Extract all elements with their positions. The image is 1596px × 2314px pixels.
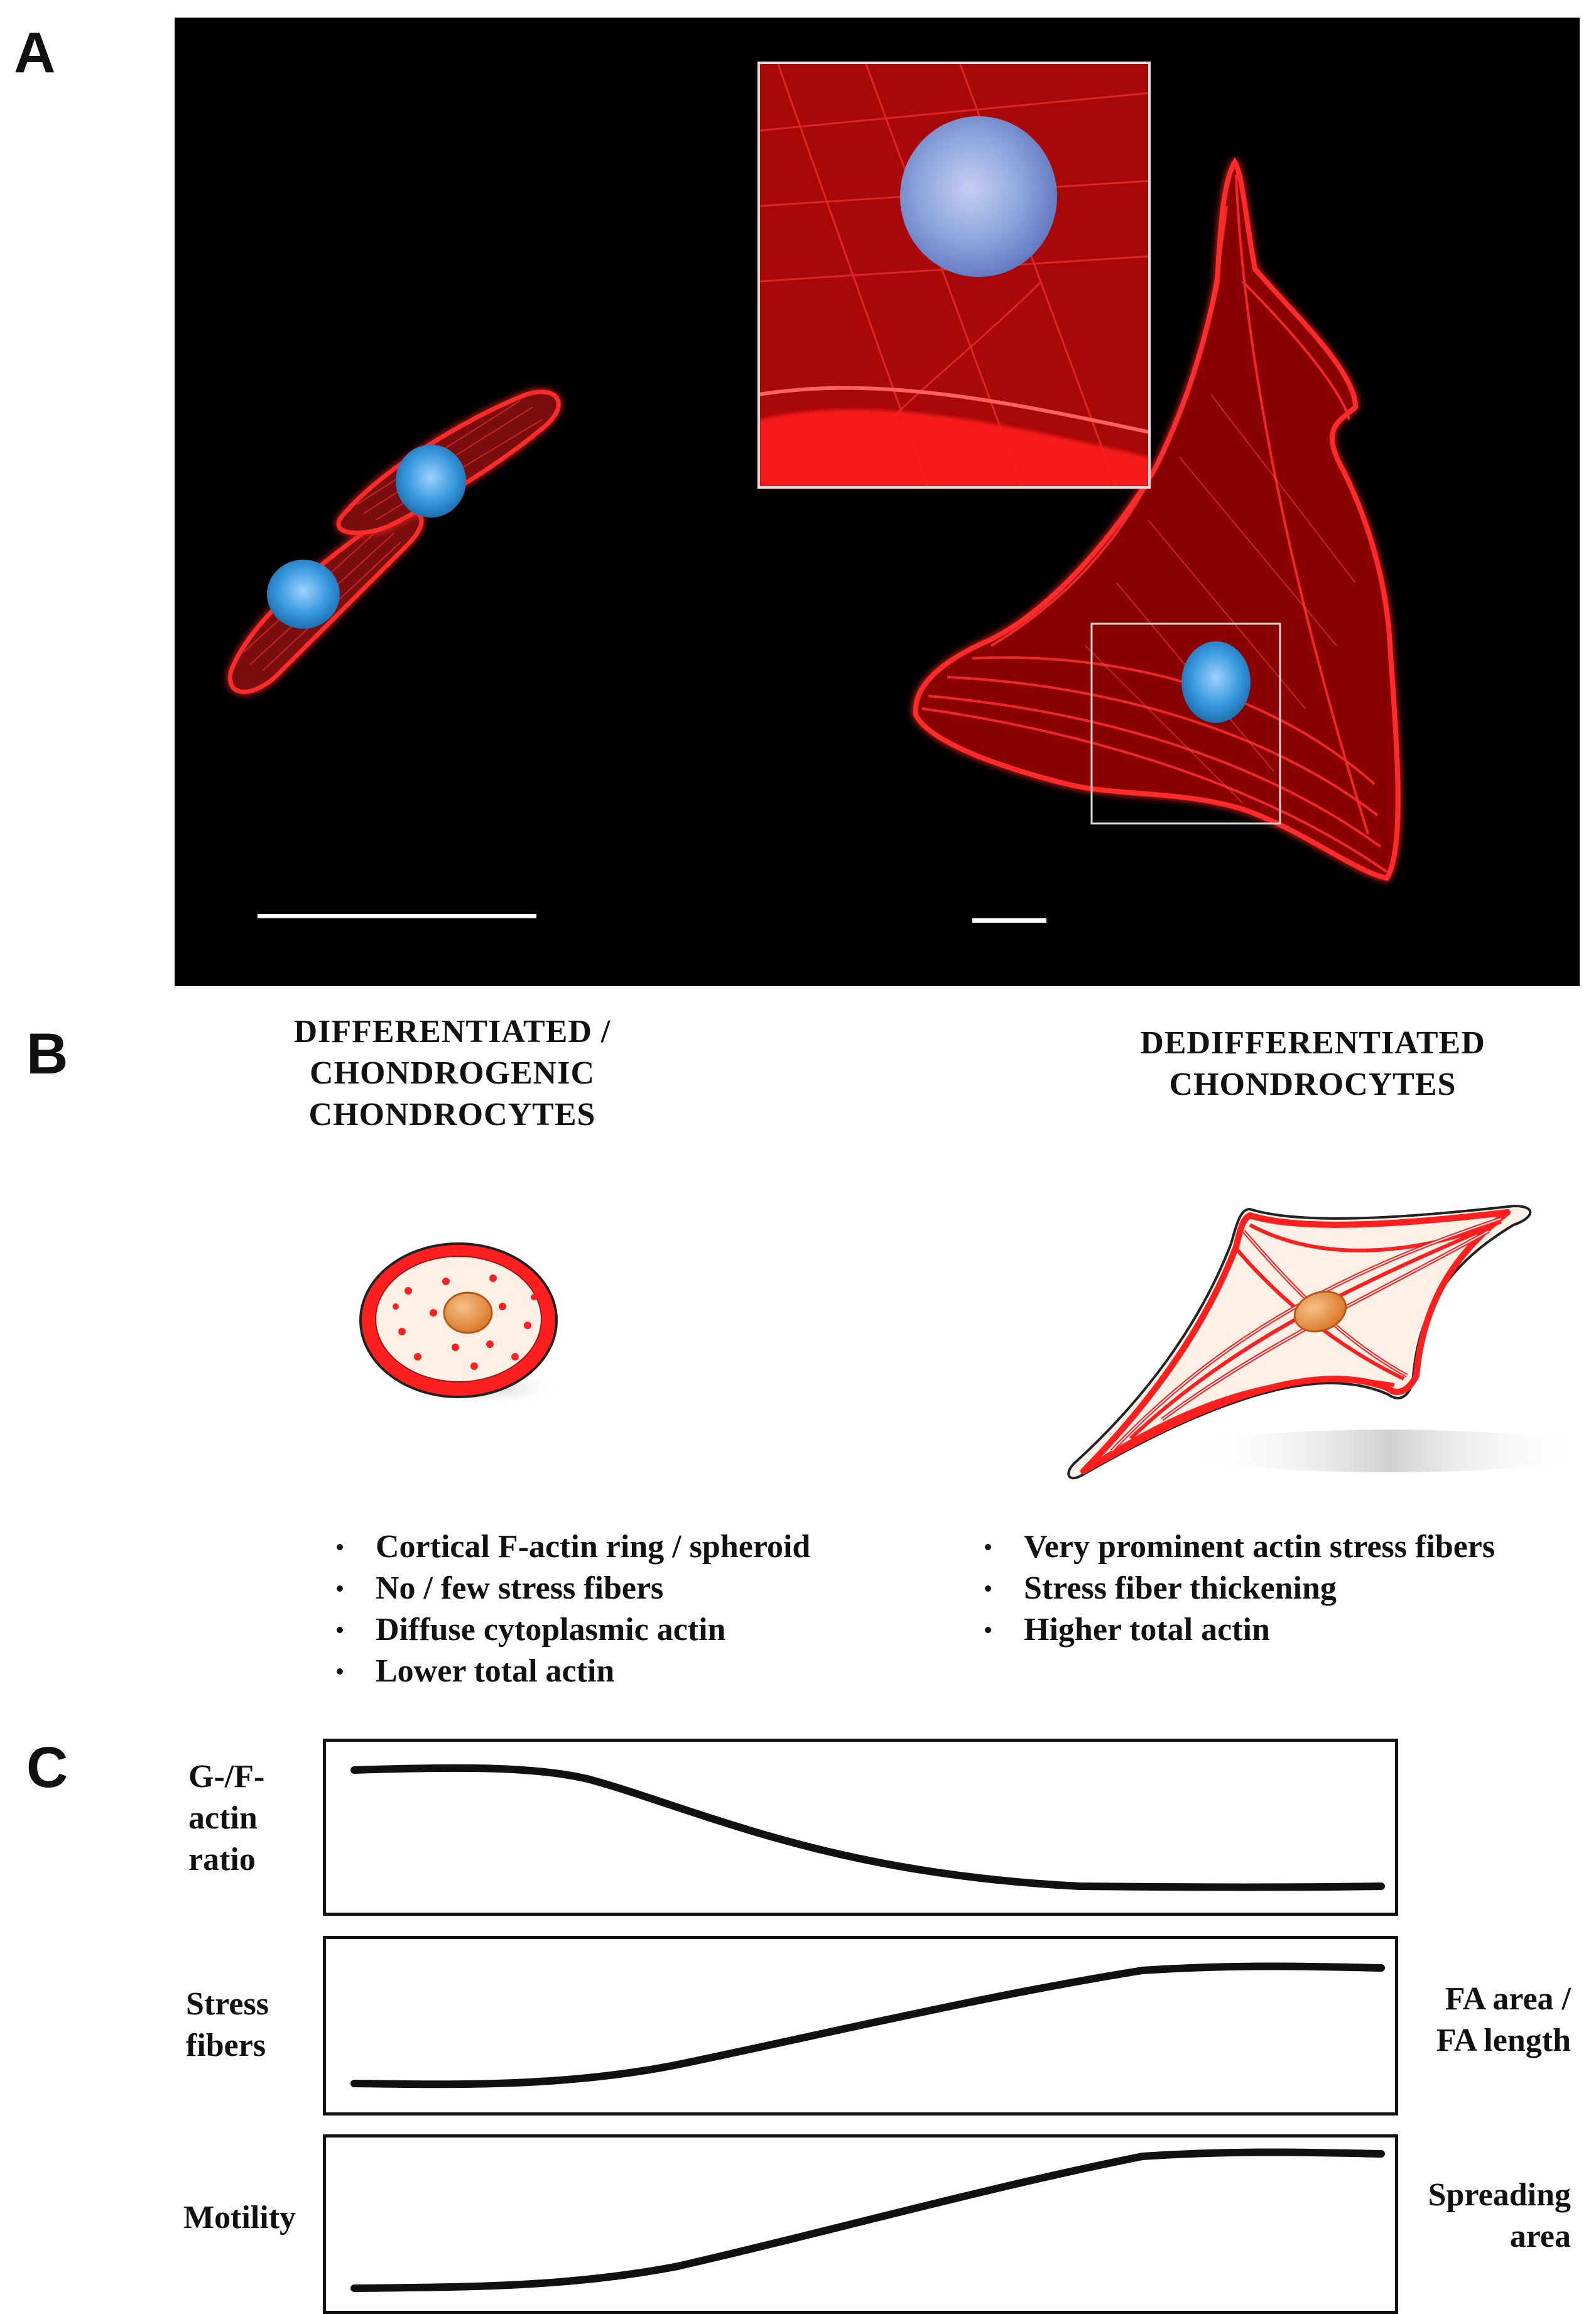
decreasing-curve: [350, 1764, 1385, 1891]
bullet-text: Very prominent actin stress fibers: [1024, 1529, 1496, 1565]
label-line: G-/F-: [188, 1759, 265, 1795]
bullet-text: Stress fiber thickening: [1024, 1570, 1337, 1606]
label-fa-area-length: FA area / FA length: [1436, 1979, 1571, 2061]
bullet-text: Higher total actin: [1024, 1612, 1270, 1648]
panel-b-letter: B: [26, 1022, 68, 1086]
bullet-text: Cortical F-actin ring / spheroid: [376, 1529, 811, 1565]
heading-right-line-2: CHONDROCYTES: [1169, 1067, 1457, 1102]
list-item: Higher total actin: [980, 1609, 1495, 1651]
differentiated-cells: [228, 389, 561, 694]
dedifferentiated-features-list: Very prominent actin stress fibers Stres…: [980, 1526, 1495, 1651]
inset-magnified: [757, 62, 1151, 489]
trend-curve-svg: [350, 1764, 1385, 1891]
label-line: actin: [188, 1800, 258, 1836]
heading-left-line-3: CHONDROCYTES: [308, 1097, 596, 1133]
trend-curve-svg: [350, 1962, 1385, 2089]
heading-dedifferentiated: DEDIFFERENTIATED CHONDROCYTES: [1112, 1023, 1514, 1105]
label-g-f-actin-ratio: G-/F- actin ratio: [188, 1756, 264, 1881]
trend-curve-svg: [350, 2148, 1385, 2292]
list-item: Cortical F-actin ring / spheroid: [332, 1526, 810, 1568]
heading-differentiated: DIFFERENTIATED / CHONDROGENIC CHONDROCYT…: [264, 1011, 641, 1136]
nucleus-right: [1181, 641, 1251, 723]
label-stress-fibers: Stress fibers: [186, 1984, 269, 2067]
increasing-curve: [350, 1962, 1385, 2089]
nucleus-upper: [396, 445, 466, 518]
heading-left-line-2: CHONDROGENIC: [309, 1055, 595, 1091]
fluorescence-micrograph: [175, 18, 1580, 986]
panel-a-letter: A: [14, 21, 56, 85]
nucleus-lower: [267, 560, 340, 629]
label-line: FA area /: [1445, 1981, 1571, 2017]
list-item: Diffuse cytoplasmic actin: [332, 1609, 810, 1651]
scale-bar-left: [258, 914, 536, 918]
increasing-curve: [350, 2148, 1385, 2292]
label-line: area: [1509, 2219, 1571, 2254]
micrograph-svg: [228, 62, 1401, 923]
trend-box-motility: [323, 2134, 1398, 2314]
trend-box-g-f-actin: [323, 1739, 1398, 1916]
list-item: No / few stress fibers: [332, 1568, 810, 1609]
label-line: Spreading: [1428, 2177, 1571, 2213]
heading-left-line-1: DIFFERENTIATED /: [293, 1014, 611, 1050]
dedifferentiated-cell: [913, 157, 1401, 881]
scale-bar-right: [972, 918, 1046, 923]
bullet-text: Diffuse cytoplasmic actin: [376, 1612, 726, 1648]
label-line: Stress: [186, 1986, 269, 2022]
list-item: Lower total actin: [332, 1651, 810, 1692]
panel-c-letter: C: [26, 1735, 68, 1800]
label-line: ratio: [188, 1842, 256, 1877]
bullet-text: No / few stress fibers: [376, 1570, 664, 1606]
heading-right-line-1: DEDIFFERENTIATED: [1140, 1025, 1485, 1061]
list-item: Very prominent actin stress fibers: [980, 1526, 1495, 1568]
list-item: Stress fiber thickening: [980, 1568, 1495, 1609]
label-line: fibers: [186, 2028, 266, 2063]
spread-cell-cartoon: [1067, 1204, 1589, 1480]
round-cell-cartoon: [359, 1242, 565, 1406]
inset-region-box: [1090, 622, 1281, 825]
label-motility: Motility: [183, 2197, 296, 2239]
label-spreading-area: Spreading area: [1428, 2175, 1571, 2257]
differentiated-features-list: Cortical F-actin ring / spheroid No / fe…: [332, 1526, 810, 1692]
label-line: Motility: [183, 2200, 296, 2235]
label-line: FA length: [1436, 2023, 1571, 2058]
trend-box-stress-fibers: [323, 1936, 1398, 2116]
bullet-text: Lower total actin: [376, 1653, 615, 1689]
